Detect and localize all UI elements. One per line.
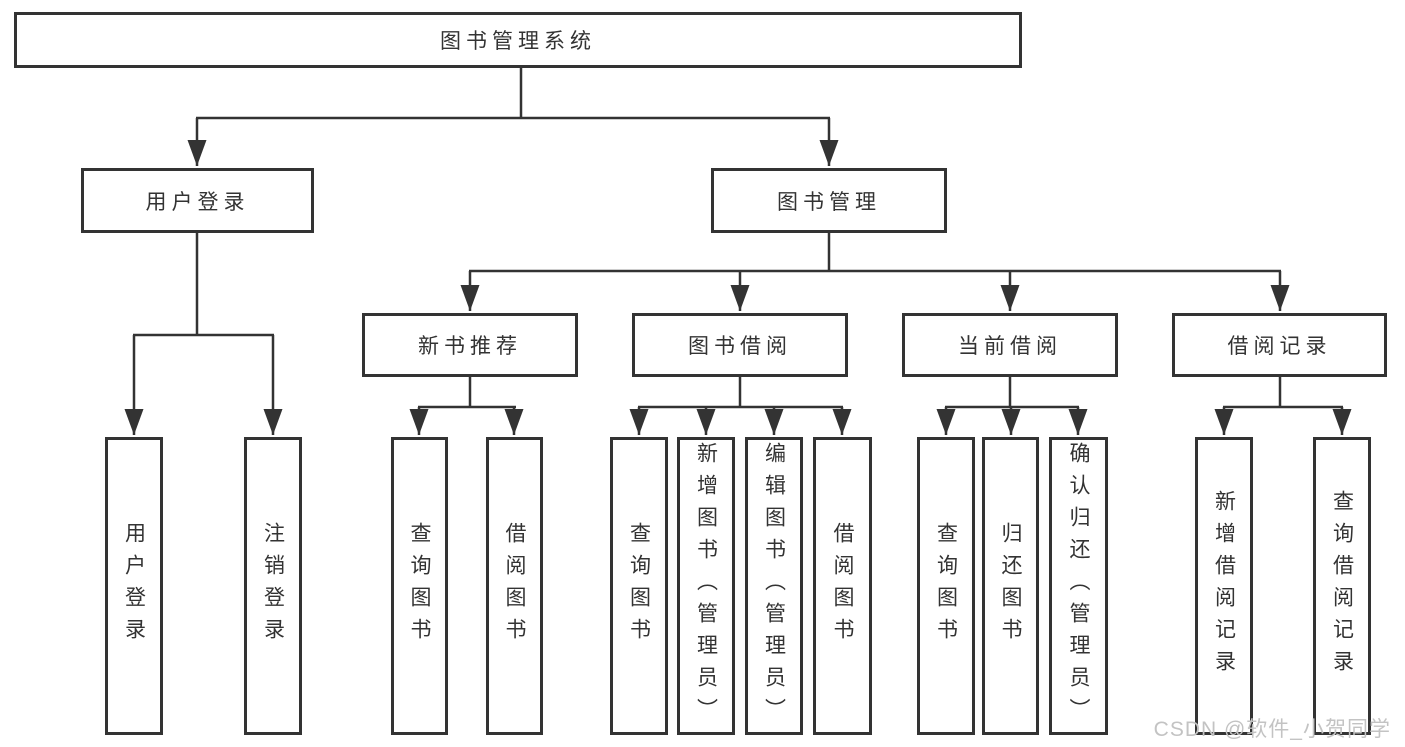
node-leaf-query-books-borrowing: 查询图书 (610, 437, 668, 735)
node-leaf-query-borrow-record: 查询借阅记录 (1313, 437, 1371, 735)
node-borrowing-records: 借阅记录 (1172, 313, 1387, 377)
node-leaf-borrow-books-recommend: 借阅图书 (486, 437, 543, 735)
node-leaf-logout: 注销登录 (244, 437, 302, 735)
node-new-book-recommendation: 新书推荐 (362, 313, 578, 377)
node-leaf-borrow-books: 借阅图书 (813, 437, 872, 735)
node-leaf-add-books-admin: 新增图书（管理员） (677, 437, 735, 735)
node-user-login: 用户登录 (81, 168, 314, 233)
csdn-watermark: CSDN @软件_小贺同学 (1153, 718, 1391, 741)
node-leaf-edit-books-admin: 编辑图书（管理员） (745, 437, 803, 735)
node-leaf-query-books-recommend: 查询图书 (391, 437, 448, 735)
node-library-management-system: 图书管理系统 (14, 12, 1022, 68)
node-book-management: 图书管理 (711, 168, 947, 233)
node-leaf-user-login: 用户登录 (105, 437, 163, 735)
node-leaf-return-books: 归还图书 (982, 437, 1039, 735)
node-book-borrowing: 图书借阅 (632, 313, 848, 377)
node-leaf-add-borrow-record: 新增借阅记录 (1195, 437, 1253, 735)
node-current-borrowing: 当前借阅 (902, 313, 1118, 377)
node-leaf-query-books-current: 查询图书 (917, 437, 975, 735)
node-leaf-confirm-return-admin: 确认归还（管理员） (1049, 437, 1108, 735)
